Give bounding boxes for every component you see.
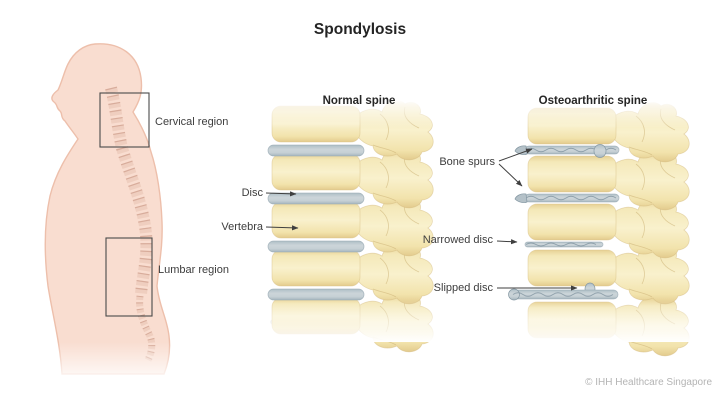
lumbar-region-label: Lumbar region: [158, 264, 229, 276]
normal-disc: [267, 192, 365, 205]
normal-disc: [267, 288, 365, 301]
narrowed-disc-label: Narrowed disc: [422, 234, 493, 246]
narrowed-disc: [524, 241, 604, 248]
narrowed-disc-leader: [496, 239, 518, 245]
normal-disc: [267, 144, 365, 157]
disc-leader: [265, 191, 297, 197]
bone-spur-leader-upper: [498, 148, 533, 162]
body-side-profile-illustration: [44, 43, 171, 375]
osteoarthritic-spine-title: Osteoarthritic spine: [538, 95, 648, 107]
spine-band: [105, 86, 153, 295]
cervical-region-label: Cervical region: [155, 116, 229, 128]
disc-curl: [593, 144, 607, 158]
vertebra-label: Vertebra: [221, 221, 263, 233]
vertebra-leader: [265, 225, 299, 231]
cervical-region-box: [99, 92, 150, 148]
lumbar-region-box: [105, 237, 153, 317]
slipped-disc: [508, 282, 619, 301]
copyright-notice: © IHH Healthcare Singapore: [585, 377, 712, 388]
leader-lines: [265, 148, 578, 291]
normal-spine-title: Normal spine: [322, 95, 396, 107]
page-title: Spondylosis: [313, 21, 407, 38]
normal-disc: [267, 240, 365, 253]
osteoarthritic-spine-illustration: [508, 102, 690, 357]
disc-label: Disc: [241, 187, 263, 199]
degenerated-disc: [524, 193, 620, 203]
bone-spur: [514, 193, 528, 203]
slipped-disc-label: Slipped disc: [433, 282, 493, 294]
bone-spurs-label: Bone spurs: [439, 156, 495, 168]
bone-spur-leader-lower: [498, 163, 523, 187]
sacrum-rungs: [136, 295, 156, 362]
